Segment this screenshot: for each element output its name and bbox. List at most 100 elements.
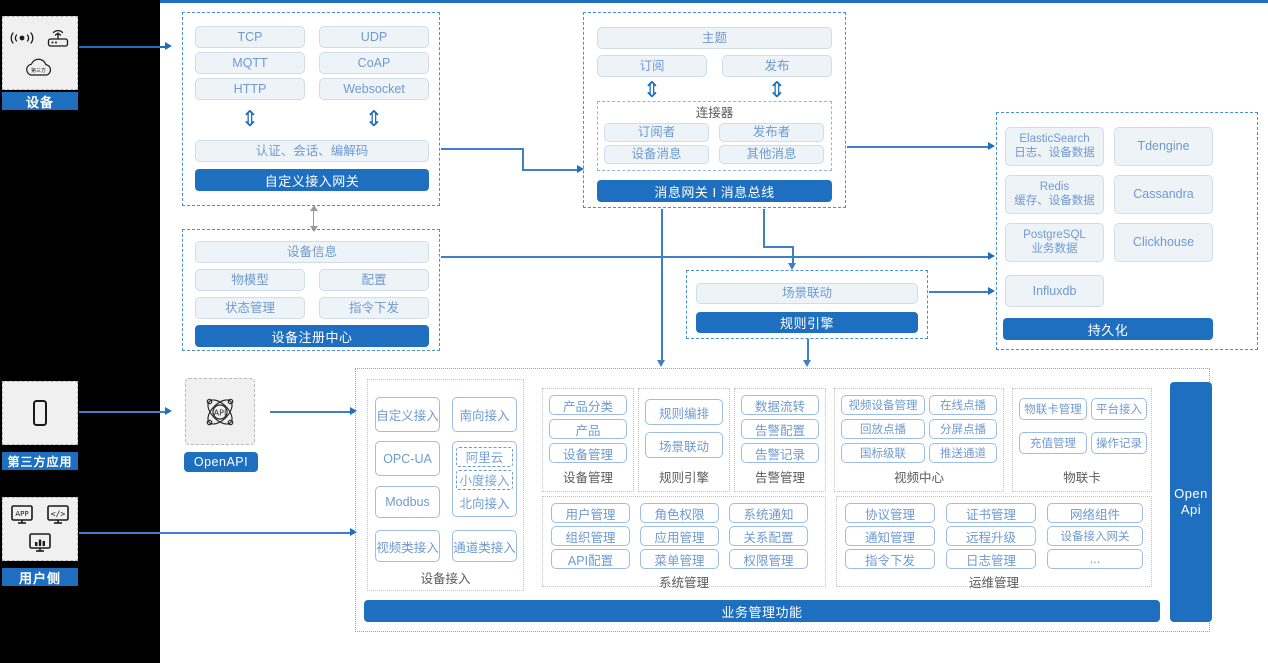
connector-publisher[interactable]: 发布者 [719, 123, 824, 142]
re-rule-orchestration[interactable]: 规则编排 [645, 399, 723, 425]
group-ops-management [836, 496, 1152, 587]
connector-subscriber[interactable]: 订阅者 [604, 123, 709, 142]
access-channel[interactable]: 通道类接入 [452, 530, 517, 562]
gateway-footer-bar[interactable]: 自定义接入网关 [195, 169, 429, 191]
registry-thing-model[interactable]: 物模型 [195, 269, 305, 291]
store-redis-desc: 缓存、设备数据 [1014, 194, 1095, 207]
access-southbound[interactable]: 南向接入 [452, 397, 517, 432]
dm-product[interactable]: 产品 [549, 419, 627, 439]
om-device-access-gateway[interactable]: 设备接入网关 [1047, 526, 1143, 546]
connector-gateway-registry-arrow-up [310, 205, 318, 211]
store-clickhouse[interactable]: Clickhouse [1114, 223, 1213, 262]
protocol-coap[interactable]: CoAP [319, 52, 429, 74]
sm-role-permission[interactable]: 角色权限 [640, 503, 719, 523]
sm-org-management[interactable]: 组织管理 [551, 526, 630, 546]
am-alarm-config[interactable]: 告警配置 [741, 419, 819, 439]
access-modbus[interactable]: Modbus [375, 486, 440, 518]
persistence-footer-bar[interactable]: 持久化 [1003, 318, 1213, 340]
connector-other-message[interactable]: 其他消息 [719, 145, 824, 164]
om-log-management[interactable]: 日志管理 [946, 549, 1036, 569]
om-command-dispatch[interactable]: 指令下发 [845, 549, 935, 569]
sm-system-notification[interactable]: 系统通知 [729, 503, 808, 523]
ic-recharge-management[interactable]: 充值管理 [1019, 432, 1087, 454]
svg-text:APP: APP [15, 510, 28, 518]
openapi-icon-box: API [185, 378, 255, 445]
store-redis[interactable]: Redis 缓存、设备数据 [1005, 175, 1104, 214]
sm-app-management[interactable]: 应用管理 [640, 526, 719, 546]
ic-card-management[interactable]: 物联卡管理 [1019, 398, 1087, 420]
protocol-tcp[interactable]: TCP [195, 26, 305, 48]
ic-platform-access[interactable]: 平台接入 [1091, 398, 1147, 420]
registry-state-management[interactable]: 状态管理 [195, 297, 305, 319]
connector-device-message[interactable]: 设备消息 [604, 145, 709, 164]
protocol-mqtt[interactable]: MQTT [195, 52, 305, 74]
vc-video-device-management[interactable]: 视频设备管理 [841, 395, 925, 415]
gateway-middle-layer[interactable]: 认证、会话、编解码 [195, 140, 429, 162]
access-aliyun[interactable]: 阿里云 [456, 446, 513, 467]
access-opc-ua[interactable]: OPC-UA [375, 441, 440, 476]
bus-subscribe[interactable]: 订阅 [597, 55, 707, 77]
vc-playback[interactable]: 回放点播 [841, 419, 925, 439]
protocol-websocket[interactable]: Websocket [319, 78, 429, 100]
om-network-component[interactable]: 网络组件 [1047, 503, 1143, 523]
connector-gateway-to-bus-v [522, 148, 524, 170]
sm-relation-config[interactable]: 关系配置 [729, 526, 808, 546]
store-elasticsearch[interactable]: ElasticSearch 日志、设备数据 [1005, 127, 1104, 166]
bus-topic[interactable]: 主题 [597, 27, 832, 49]
am-data-flow[interactable]: 数据流转 [741, 395, 819, 415]
registry-device-info[interactable]: 设备信息 [195, 241, 429, 263]
message-bus-footer-bar[interactable]: 消息网关 I 消息总线 [597, 180, 832, 202]
ops-management-caption: 运维管理 [968, 575, 1019, 590]
openapi-label-bar[interactable]: OpenAPI [184, 452, 258, 472]
sm-user-management[interactable]: 用户管理 [551, 503, 630, 523]
om-remote-upgrade[interactable]: 远程升级 [946, 526, 1036, 546]
connector-gateway-registry-line [313, 208, 314, 228]
om-notification-management[interactable]: 通知管理 [845, 526, 935, 546]
access-northbound-wrapper[interactable]: 阿里云 小度接入 北向接入 [452, 441, 517, 517]
sm-permission-management[interactable]: 权限管理 [729, 549, 808, 569]
registry-config[interactable]: 配置 [319, 269, 429, 291]
open-api-line2: Api [1180, 502, 1202, 517]
dm-product-category[interactable]: 产品分类 [549, 395, 627, 415]
group-device-management [542, 388, 634, 492]
rule-engine-footer-bar[interactable]: 规则引擎 [696, 312, 918, 333]
double-arrow-publish-icon: ⇕ [767, 78, 787, 103]
om-more[interactable]: ... [1047, 549, 1143, 569]
bus-publish[interactable]: 发布 [722, 55, 832, 77]
vc-gb-cascade[interactable]: 国标级联 [841, 443, 925, 463]
re-scene-linkage[interactable]: 场景联动 [645, 432, 723, 458]
store-tdengine[interactable]: Tdengine [1114, 127, 1213, 166]
store-postgresql[interactable]: PostgreSQL 业务数据 [1005, 223, 1104, 262]
store-postgresql-desc: 业务数据 [1031, 242, 1078, 255]
sm-menu-management[interactable]: 菜单管理 [640, 549, 719, 569]
dm-device-management[interactable]: 设备管理 [549, 443, 627, 463]
access-xiaodu[interactable]: 小度接入 [456, 469, 513, 490]
vc-online-play[interactable]: 在线点播 [929, 395, 997, 415]
access-video[interactable]: 视频类接入 [375, 530, 440, 562]
ic-operation-log[interactable]: 操作记录 [1091, 432, 1147, 454]
rule-engine-scene-linkage[interactable]: 场景联动 [696, 283, 918, 304]
connector-rule-to-functions-v [807, 339, 809, 361]
group-connector [597, 101, 832, 171]
access-custom[interactable]: 自定义接入 [375, 397, 440, 432]
group-alarm-management [734, 388, 826, 492]
om-protocol-management[interactable]: 协议管理 [845, 503, 935, 523]
store-influxdb[interactable]: Influxdb [1005, 275, 1104, 307]
registry-command-dispatch[interactable]: 指令下发 [319, 297, 429, 319]
vc-push-channel[interactable]: 推送通道 [929, 443, 997, 463]
system-management-caption: 系统管理 [658, 575, 709, 590]
store-cassandra[interactable]: Cassandra [1114, 175, 1213, 214]
vc-split-screen[interactable]: 分屏点播 [929, 419, 997, 439]
registry-footer-bar[interactable]: 设备注册中心 [195, 325, 429, 347]
group-device-access [367, 379, 524, 591]
sm-api-config[interactable]: API配置 [551, 549, 630, 569]
am-alarm-record[interactable]: 告警记录 [741, 443, 819, 463]
business-management-bar[interactable]: 业务管理功能 [364, 600, 1160, 622]
code-window-icon: </> [40, 501, 76, 529]
om-cert-management[interactable]: 证书管理 [946, 503, 1036, 523]
actor-device-label: 设备 [2, 92, 78, 110]
open-api-vertical-bar[interactable]: Open Api [1170, 382, 1212, 622]
protocol-udp[interactable]: UDP [319, 26, 429, 48]
protocol-http[interactable]: HTTP [195, 78, 305, 100]
